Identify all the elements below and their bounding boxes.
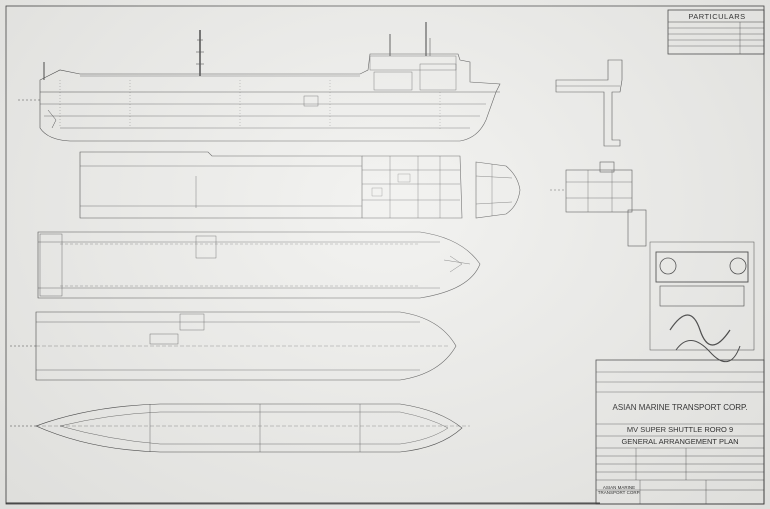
drawing-title: GENERAL ARRANGEMENT PLAN [621,437,739,446]
sheet-border [5,5,765,505]
particulars-table [667,9,765,55]
particulars-heading: PARTICULARS [688,12,746,21]
car-deck-plan [10,311,457,381]
upper-deck-plan [79,151,463,219]
midship-section [555,59,623,147]
approval-stamp [649,241,755,362]
title-block [595,359,765,505]
company-name: ASIAN MARINE TRANSPORT CORP. [612,403,748,412]
hold-plan [10,403,470,453]
main-deck-plan [37,231,481,299]
engine-section-view [550,161,647,247]
profile-view [18,22,501,142]
maker-name: ASIAN MARINE TRANSPORT CORP. [597,485,641,495]
bow-section-view [475,161,521,219]
signature [669,314,731,346]
vessel-name: MV SUPER SHUTTLE RORO 9 [626,425,734,434]
